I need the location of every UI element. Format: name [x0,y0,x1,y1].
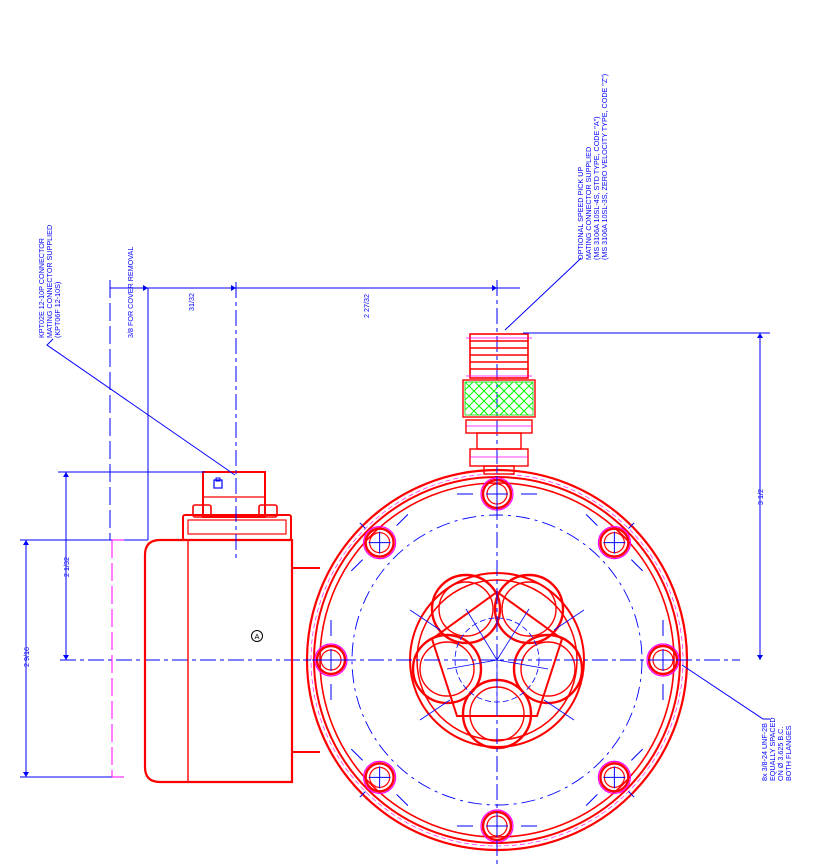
note-holes-line-3: ON Ø 3.625 B.C. [776,727,785,781]
note-speed-line-2: MATING CONNECTOR SUPPLIED [584,147,593,260]
note-kpt-line-3: (KPT06F 12-10S) [53,282,62,338]
note-holes-line-4: BOTH FLANGES [784,725,793,781]
note-kpt-connector: KPT02E 12-10P CONNECTOR MATING CONNECTOR… [37,225,62,338]
note-speed-line-4: (MS 3106A 10SL-3S, ZERO VELOCITY TYPE, C… [600,74,609,260]
note-kpt-line-1: KPT02E 12-10P CONNECTOR [37,238,46,338]
bolt-hole-group [303,466,691,854]
lobe-left [411,633,483,705]
callout-a-label: A [254,632,259,641]
note-holes-line-1: 8x 3/8-24 UNF-2B [760,723,769,781]
dim-2-27-32: 2 27/32 [362,294,371,318]
note-speed-line-3: (MS 3106A 10SL-4S, STD TYPE, CODE "A") [592,116,601,260]
note-cover-removal: 3/8 FOR COVER REMOVAL [126,247,135,338]
bolt-hole [350,513,409,572]
lobe-top-left [430,573,502,645]
knurl-pattern [464,381,534,416]
bolt-hole [350,748,409,807]
bolt-hole [585,748,644,807]
note-holes: 8x 3/8-24 UNF-2B EQUALLY SPACED ON Ø 3.6… [760,717,793,781]
note-holes-line-2: EQUALLY SPACED [768,717,777,781]
leaders [46,257,770,720]
bolt-hole [585,513,644,572]
speed-pickup [462,333,536,475]
note-speed-line-1: OPTIONAL SPEED PICK UP [576,167,585,260]
callout-a: A [251,630,263,642]
dim-lines [20,280,770,778]
dim-3-1-2: 3 1/2 [756,489,765,505]
dim-2-9-16: 2 9/16 [22,647,31,667]
note-speed-pickup: OPTIONAL SPEED PICK UP MATING CONNECTOR … [576,74,609,260]
note-kpt-line-2: MATING CONNECTOR SUPPLIED [45,225,54,338]
dim-2-1-32: 2 1/32 [62,557,71,577]
dim-31-32: 31/32 [187,293,196,311]
dim-arrows [23,285,763,777]
side-housing [143,282,320,784]
lobe-top-right [493,573,565,645]
